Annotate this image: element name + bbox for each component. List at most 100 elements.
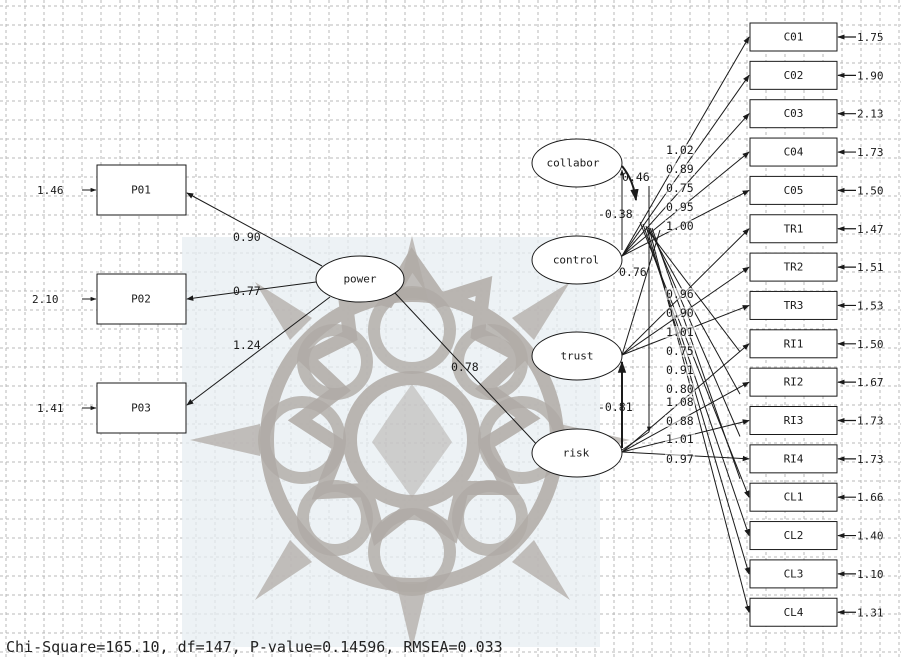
error-variance-P03: 1.41 [37, 402, 64, 415]
edge-cross-RI4 [651, 227, 741, 480]
path-risk-trust: -0.81 [598, 400, 633, 414]
edge-collabor-control [621, 165, 639, 202]
edge-power-P03 [186, 296, 331, 406]
loading-label-r_1: 0.75 [666, 344, 694, 358]
svg-text:TR2: TR2 [784, 261, 804, 274]
svg-text:RI1: RI1 [784, 337, 804, 350]
indicator-box-C05: C05 [749, 175, 838, 205]
indicator-box-P02: P02 [96, 273, 187, 325]
svg-text:risk: risk [563, 447, 590, 460]
latent-control: control [531, 235, 623, 285]
loading-power-P02: 0.77 [233, 284, 261, 298]
loading-power-P03: 1.24 [233, 338, 261, 352]
right-loading-labels: 1.02 0.89 0.75 0.95 1.00 0.96 0.90 1.01 0.75 0.91… [665, 143, 695, 466]
edge-trust-link [621, 229, 661, 356]
svg-text:CL4: CL4 [784, 606, 804, 619]
loading-label-c_1: 1.02 [666, 143, 694, 157]
error-variance-CL1: 1.66 [857, 491, 884, 504]
indicator-box-CL1: CL1 [749, 482, 838, 512]
loading-label-r_6: 1.01 [666, 432, 694, 446]
corr-collabor-control: 0.46 [622, 170, 650, 184]
error-variance-CL3: 1.10 [857, 568, 884, 581]
error-variance-C02: 1.90 [857, 69, 884, 82]
svg-text:collabor: collabor [547, 157, 600, 170]
error-variance-C05: 1.50 [857, 184, 884, 197]
svg-text:RI2: RI2 [784, 376, 804, 389]
path-power-risk: 0.78 [451, 360, 479, 374]
indicator-box-CL3: CL3 [749, 559, 838, 589]
svg-text:TR3: TR3 [784, 299, 804, 312]
indicator-box-CL4: CL4 [749, 597, 838, 627]
indicator-box-C03: C03 [749, 99, 838, 129]
error-variance-TR3: 1.53 [857, 299, 884, 312]
error-variance-RI3: 1.73 [857, 415, 884, 428]
error-variance-C03: 2.13 [857, 108, 884, 121]
indicator-box-RI2: RI2 [749, 367, 838, 397]
error-variance-RI4: 1.73 [857, 453, 884, 466]
indicator-box-P01: P01 [96, 164, 187, 216]
indicator-box-RI3: RI3 [749, 406, 838, 435]
edge-power-P01 [186, 192, 323, 267]
indicator-box-C02: C02 [749, 60, 838, 90]
edge-control-CL4 [648, 227, 751, 613]
svg-text:C04: C04 [784, 146, 804, 159]
loading-label-r_2: 0.91 [666, 363, 694, 377]
indicator-box-P03: P03 [96, 382, 187, 434]
error-variance-TR2: 1.51 [857, 261, 884, 274]
loading-label-c_2: 0.89 [666, 162, 694, 176]
indicator-box-RI4: RI4 [749, 444, 838, 474]
error-variance-TR1: 1.47 [857, 223, 884, 236]
svg-text:CL1: CL1 [784, 491, 804, 504]
loading-label-r_4: 1.08 [666, 395, 694, 409]
corr-collabor-trust: -0.38 [598, 207, 633, 221]
edge-power-P02 [186, 281, 317, 301]
latent-risk: risk [531, 428, 623, 478]
loading-label-c_4: 0.95 [666, 200, 694, 214]
indicator-box-TR2: TR2 [749, 252, 838, 282]
indicator-box-C01: C01 [749, 22, 838, 52]
indicator-box-C04: C04 [749, 137, 838, 167]
svg-text:CL3: CL3 [784, 567, 804, 580]
edge-power-risk [394, 292, 541, 449]
svg-text:C05: C05 [784, 184, 804, 197]
path-control-risk: 0.76 [619, 265, 647, 279]
svg-text:CL2: CL2 [784, 529, 804, 542]
error-variance-C04: 1.73 [857, 146, 884, 159]
fit-statistics: Chi-Square=165.10, df=147, P-value=0.145… [6, 638, 503, 656]
svg-text:RI3: RI3 [784, 414, 804, 427]
loading-label-t_1: 0.96 [666, 287, 694, 301]
error-variance-C01: 1.75 [857, 31, 884, 44]
loading-label-r_5: 0.88 [666, 414, 694, 428]
error-variance-CL4: 1.31 [857, 606, 884, 619]
indicator-box-TR3: TR3 [749, 290, 838, 320]
loading-label-t_3: 1.01 [666, 325, 694, 339]
svg-text:C02: C02 [784, 69, 804, 82]
svg-text:P01: P01 [131, 184, 151, 197]
loading-power-P01: 0.90 [233, 230, 261, 244]
loading-label-t_2: 0.90 [666, 306, 694, 320]
loading-label-c_3: 0.75 [666, 181, 694, 195]
latent-trust: trust [531, 331, 623, 381]
error-variance-CL2: 1.40 [857, 530, 884, 543]
watermark-ornament [182, 236, 630, 650]
svg-text:RI4: RI4 [784, 452, 804, 465]
error-variance-P01: 1.46 [37, 184, 64, 197]
svg-text:P02: P02 [131, 293, 151, 306]
indicator-box-TR1: TR1 [749, 214, 838, 244]
svg-text:control: control [553, 254, 599, 267]
latent-collabor: collabor [531, 138, 623, 188]
error-variance-RI1: 1.50 [857, 338, 884, 351]
loading-label-r_3: 0.80 [666, 382, 694, 396]
indicator-box-CL2: CL2 [749, 521, 838, 551]
svg-text:C03: C03 [784, 107, 804, 120]
svg-text:power: power [343, 273, 376, 286]
loading-label-r_7: 0.97 [666, 452, 694, 466]
latent-power: power [315, 255, 405, 303]
loading-label-c_5: 1.00 [666, 219, 694, 233]
error-variance-P02: 2.10 [32, 293, 59, 306]
indicator-box-RI1: RI1 [749, 329, 838, 359]
svg-text:trust: trust [560, 350, 593, 363]
svg-text:TR1: TR1 [784, 222, 804, 235]
edge-control-risk-join [621, 431, 650, 451]
